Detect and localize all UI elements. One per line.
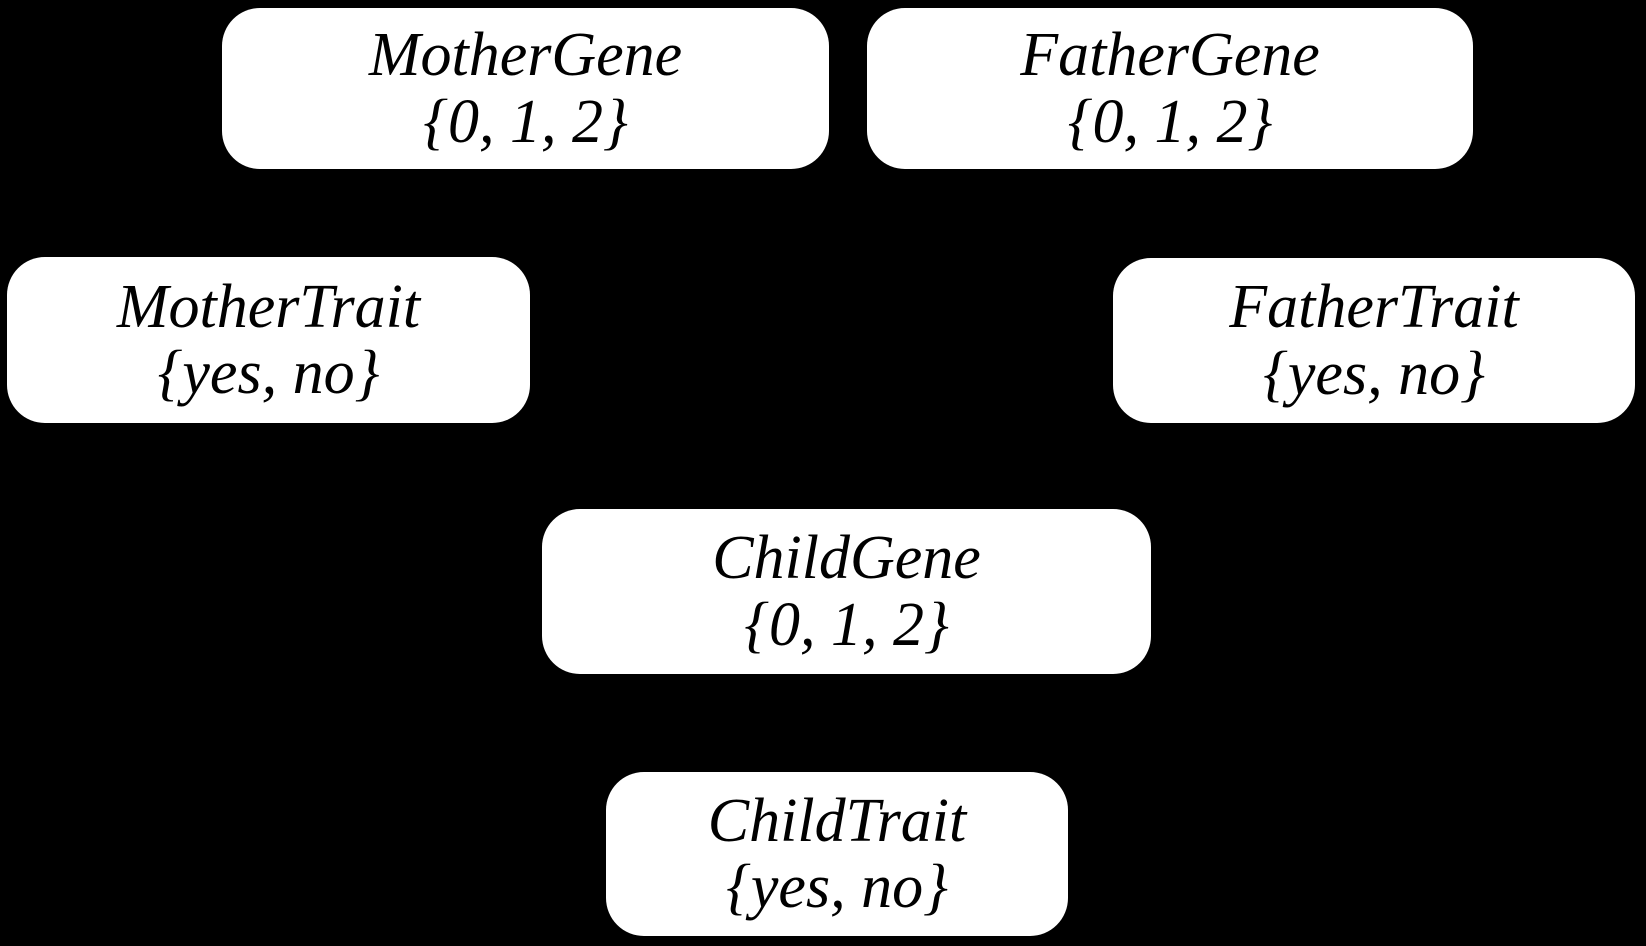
node-mother-gene: MotherGene {0, 1, 2} (222, 8, 829, 169)
node-values: {yes, no} (726, 853, 948, 921)
node-child-gene: ChildGene {0, 1, 2} (542, 509, 1151, 674)
node-values: {yes, no} (1263, 339, 1485, 408)
node-mother-trait: MotherTrait {yes, no} (7, 257, 530, 423)
node-label: FatherGene (1020, 21, 1320, 90)
node-label: FatherTrait (1229, 273, 1519, 342)
node-father-gene: FatherGene {0, 1, 2} (867, 8, 1473, 169)
node-values: {0, 1, 2} (744, 590, 949, 659)
node-label: ChildTrait (707, 786, 967, 855)
node-values: {0, 1, 2} (1067, 87, 1273, 156)
node-father-trait: FatherTrait {yes, no} (1113, 258, 1635, 423)
node-label: MotherGene (368, 21, 683, 90)
node-label: MotherTrait (116, 272, 421, 341)
node-values: {0, 1, 2} (423, 87, 628, 156)
node-label: ChildGene (712, 524, 981, 593)
node-values: {yes, no} (157, 339, 380, 407)
node-child-trait: ChildTrait {yes, no} (606, 772, 1068, 936)
